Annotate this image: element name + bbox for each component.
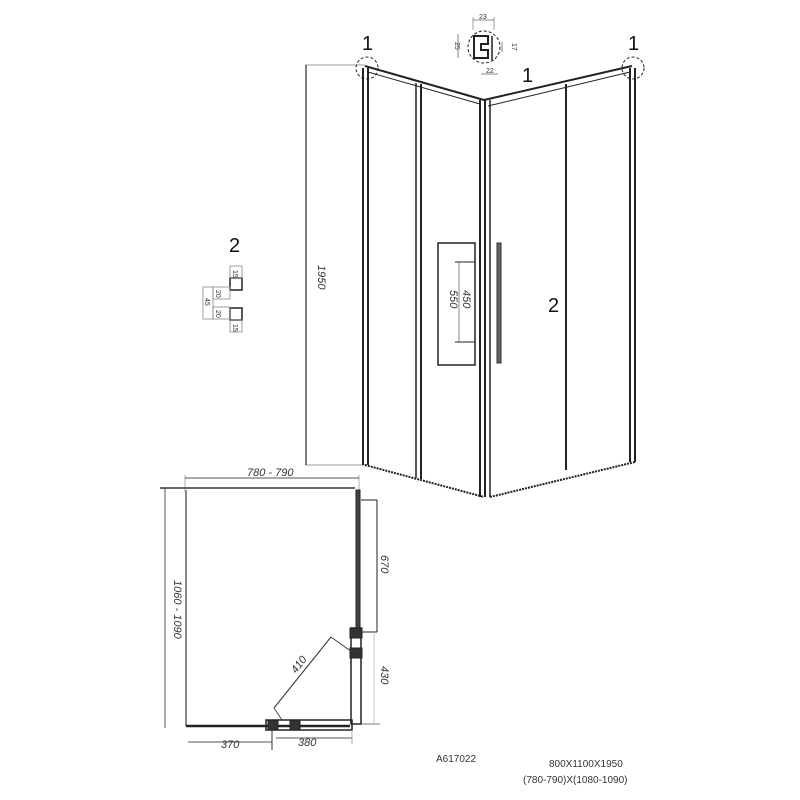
detail-1-top-dim: 23	[479, 14, 487, 21]
callout-1-left: 1	[362, 33, 373, 55]
detail-1-right-dim: 17	[510, 43, 517, 51]
detail-2-mid-upper-dim: 20	[214, 290, 221, 298]
detail-1-profile	[457, 17, 503, 75]
callout-1-middle: 1	[522, 65, 533, 87]
size-label: 800X1100X1950	[549, 759, 623, 770]
callout-2-panel: 2	[548, 295, 559, 317]
drawing-code: A617022	[436, 754, 476, 765]
handle-span-dimension: 450	[460, 290, 472, 309]
detail-2-top-dim: 15	[231, 270, 238, 278]
callout-2-detail: 2	[229, 235, 240, 257]
height-dimension: 1950	[315, 265, 327, 290]
range-label: (780-790)X(1080-1090)	[523, 775, 628, 786]
plan-depth-dimension: 1060 - 1090	[171, 580, 183, 640]
detail-2-total-dim: 45	[203, 298, 210, 306]
detail-2-mid-lower-dim: 20	[214, 310, 221, 318]
elevation-view	[305, 56, 645, 498]
detail-1-bottom-dim: 22	[486, 68, 494, 75]
plan-diagonal-dimension: 410	[289, 653, 310, 676]
detail-2-bottom-dim: 15	[231, 324, 238, 332]
handle-box-dimension: 550	[447, 290, 459, 309]
callout-1-right: 1	[628, 33, 639, 55]
detail-1-left-dim: 25	[453, 42, 460, 50]
plan-bottom-right-dimension: 380	[298, 737, 317, 749]
plan-bottom-left-dimension: 370	[221, 739, 240, 751]
plan-upper-right-dimension: 670	[378, 555, 390, 574]
detail-2-profile	[202, 265, 243, 333]
plan-lower-right-dimension: 430	[378, 666, 390, 685]
plan-view	[160, 475, 380, 750]
plan-width-dimension: 780 - 790	[247, 467, 294, 479]
